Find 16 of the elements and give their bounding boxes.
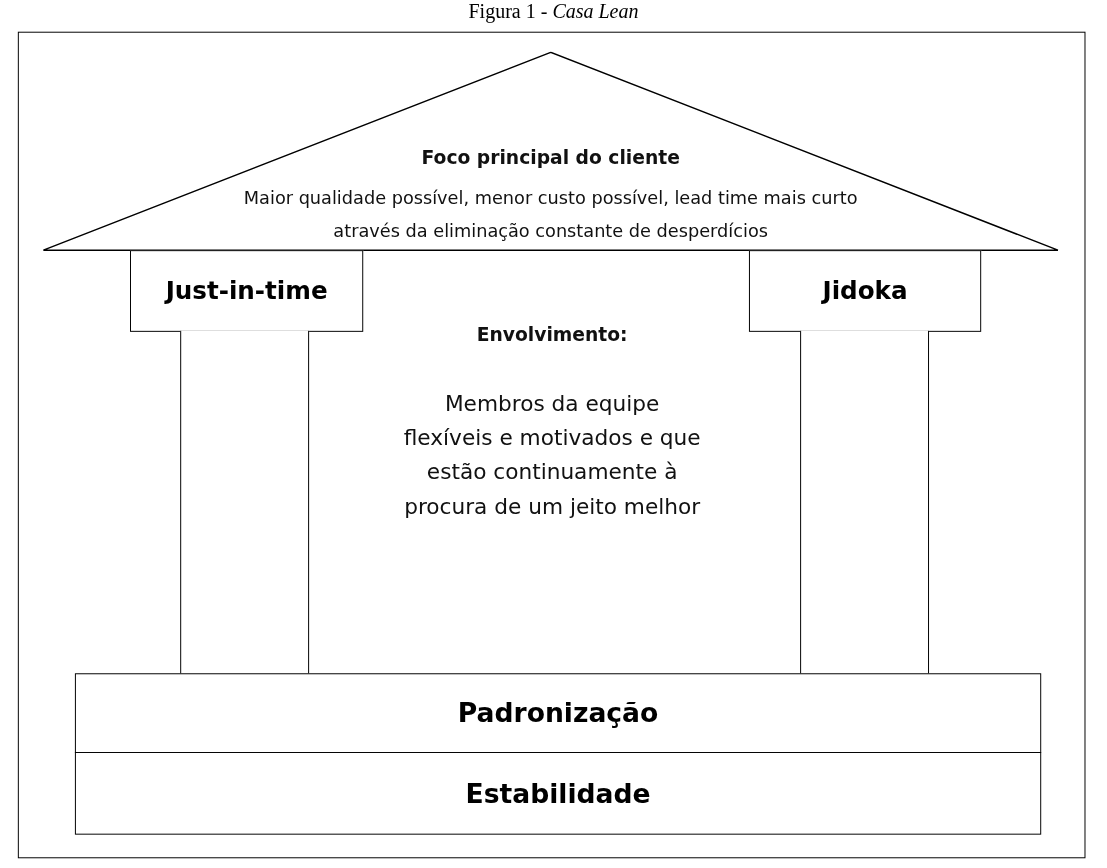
pillar-column: [800, 330, 929, 675]
pillar-header-box: [130, 250, 364, 332]
box-label: Jidoka: [822, 276, 908, 306]
roof-heading: Foco principal do cliente: [420, 145, 681, 168]
pillar-header-box: [748, 250, 982, 332]
roof-triangle: [42, 51, 1059, 252]
body-text: Membros da equipe flexíveis e motivados e que estão continuamente à procura de um jeito melhor: [402, 389, 702, 521]
box-label: Padronização: [457, 697, 659, 729]
box-label: Just-in-time: [165, 276, 328, 306]
figure-title: Figura 1 - Casa Lean: [467, 0, 640, 22]
pillar-column: [180, 330, 310, 675]
foundation-box: [74, 673, 1042, 753]
foundation-box: [74, 752, 1042, 835]
box-label: Estabilidade: [465, 778, 651, 809]
roof-text: Maior qualidade possível, menor custo possível, lead time mais curto através da eliminação constante de desperdícios: [242, 186, 859, 244]
section-heading: Envolvimento:: [475, 323, 629, 345]
